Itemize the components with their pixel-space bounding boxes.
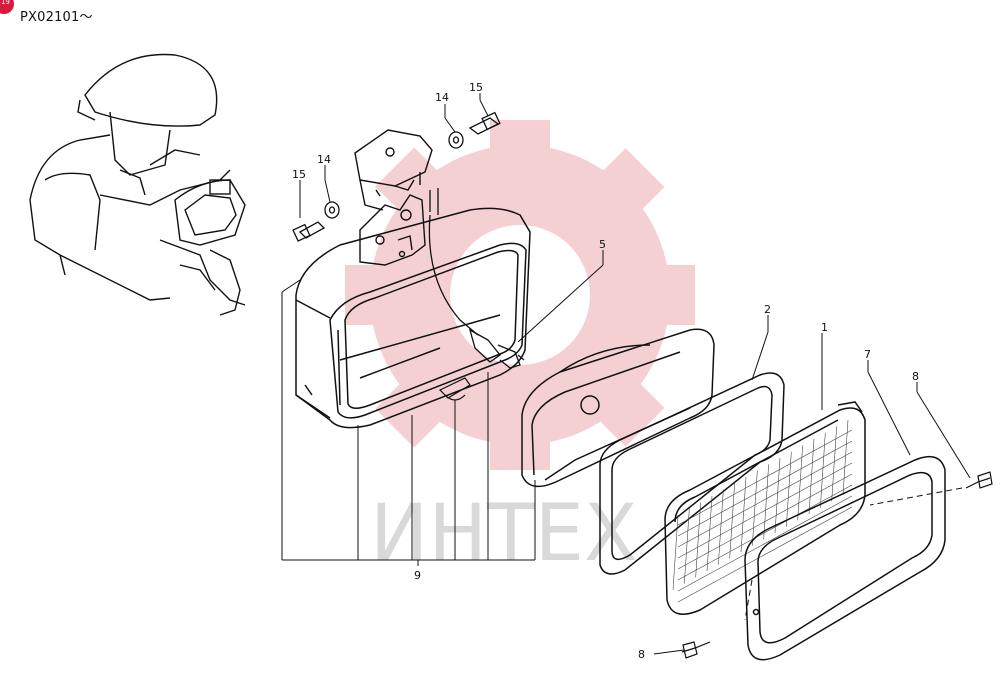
bulb-assembly [428, 188, 525, 369]
lamp-rim [744, 455, 946, 661]
machine-overview [29, 53, 246, 316]
lens-pattern-line [820, 432, 826, 508]
gasket [599, 372, 785, 575]
callout-14-lower: 14 [317, 153, 331, 166]
lens-pattern-line [740, 476, 747, 553]
lens-pattern-line [729, 483, 735, 559]
reflector [521, 328, 715, 488]
page-badge-text: 19 [1, 0, 10, 6]
page-badge: 19 [0, 0, 14, 14]
washer-14-upper [448, 131, 464, 149]
bolt-15-upper [468, 111, 501, 135]
lens-pattern-line [842, 419, 849, 496]
lens-pattern-line [677, 440, 853, 537]
lamp-housing [295, 207, 531, 429]
callout-1: 1 [821, 321, 828, 334]
lens-pattern-line [677, 495, 853, 592]
lens [664, 401, 866, 615]
lens-pattern-line [706, 495, 713, 572]
lens-pattern-line [786, 451, 792, 527]
callout-8-bottom: 8 [638, 648, 645, 661]
callout-15-upper: 15 [469, 81, 483, 94]
lens-pattern-line [808, 438, 815, 515]
lens-pattern-line [677, 462, 853, 559]
callout-8-right: 8 [912, 370, 919, 383]
model-code: PX02101〜 [20, 10, 93, 25]
lens-pattern-line [763, 464, 769, 540]
watermark-gear [345, 120, 695, 470]
lens-pattern-line [752, 470, 758, 546]
lens-pattern-line [677, 473, 853, 570]
callout-5: 5 [599, 238, 606, 251]
callout-9: 9 [414, 569, 421, 582]
lens-pattern [672, 419, 853, 603]
lens-pattern-line [677, 429, 853, 526]
bolt-15-lower [292, 221, 326, 242]
lens-pattern-line [718, 489, 724, 565]
callout-15-lower: 15 [292, 168, 306, 181]
lens-pattern-line [677, 484, 853, 581]
lens-pattern-line [684, 508, 690, 584]
lens-pattern-line [677, 451, 853, 548]
screw-8-bottom [681, 641, 711, 659]
screw-8-right [965, 471, 993, 489]
lens-pattern-line [677, 506, 853, 603]
washer-14-lower [324, 201, 340, 219]
callout-2: 2 [764, 303, 771, 316]
lens-pattern-line [672, 514, 679, 591]
lens-pattern-line [774, 457, 781, 534]
mounting-bracket [354, 129, 433, 211]
page-header: 19 PX02101〜 [0, 0, 200, 25]
lens-pattern-line [797, 445, 803, 521]
leader-lines [281, 93, 971, 655]
lens-pattern-line [695, 502, 701, 578]
watermark-text: ИНТЕХ [370, 489, 637, 579]
callout-14-upper: 14 [435, 91, 449, 104]
callout-7: 7 [864, 348, 871, 361]
lens-pattern-line [831, 426, 837, 502]
